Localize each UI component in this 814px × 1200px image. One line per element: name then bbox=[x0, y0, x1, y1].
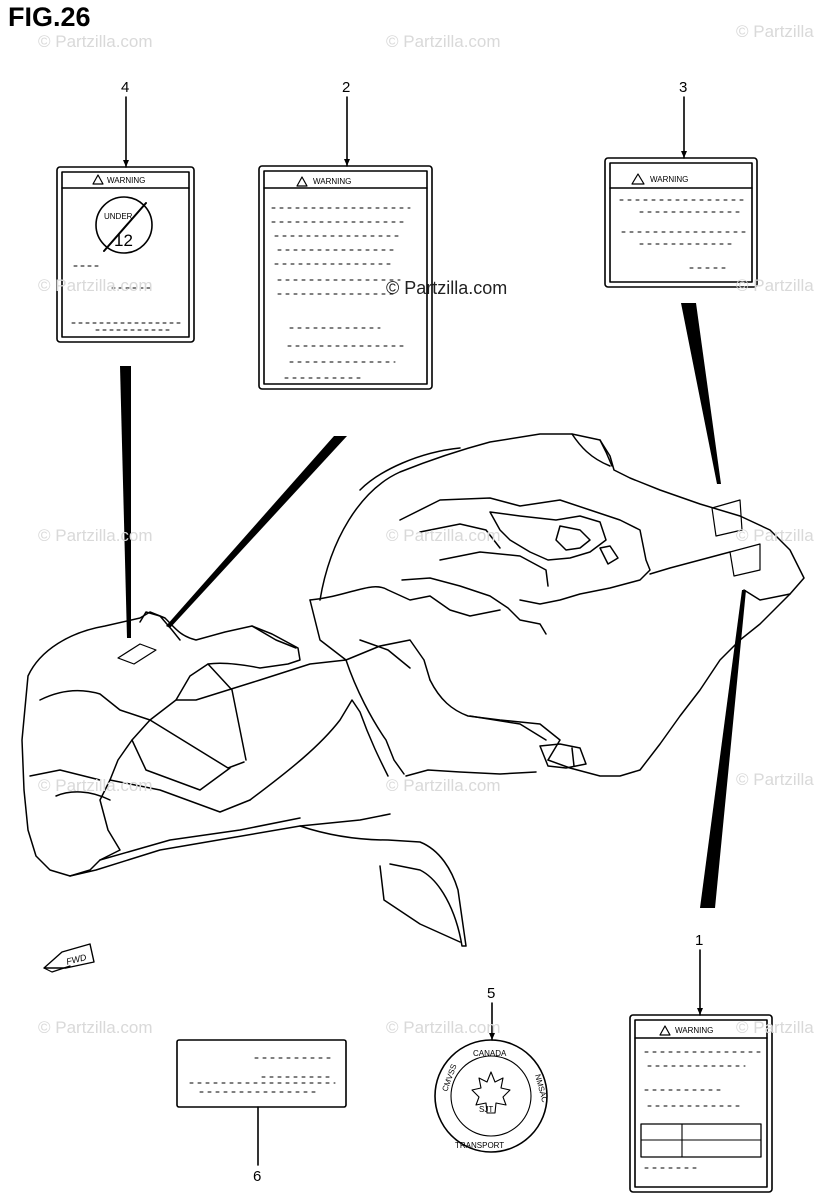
svg-text:UNDER: UNDER bbox=[104, 212, 133, 221]
forward-arrow-icon: FWD bbox=[43, 943, 95, 973]
svg-text:TRANSPORT: TRANSPORT bbox=[455, 1141, 504, 1150]
watermark: © Partzilla.com bbox=[386, 776, 501, 795]
label-6-decal[interactable] bbox=[176, 1039, 347, 1108]
svg-text:SJT: SJT bbox=[479, 1105, 493, 1114]
atv-fender-body: FWD bbox=[21, 433, 805, 973]
watermark: © Partzilla.com bbox=[38, 776, 153, 795]
figure-title: FIG.26 bbox=[8, 2, 91, 32]
watermark: © Partzilla.com bbox=[386, 526, 501, 545]
watermark: © Partzilla.com bbox=[736, 1018, 814, 1037]
label-2-warning-text: WARNING bbox=[313, 177, 351, 186]
svg-text:12: 12 bbox=[114, 231, 133, 250]
watermark: © Partzilla.com bbox=[386, 32, 501, 51]
callout-number-2: 2 bbox=[342, 79, 351, 96]
pointer-wedges bbox=[120, 303, 746, 908]
callout-leaders bbox=[123, 96, 703, 1166]
callout-number-5: 5 bbox=[487, 985, 496, 1002]
label-4-warning-text: WARNING bbox=[107, 176, 145, 185]
label-4-warning-decal[interactable]: WARNING UNDER 12 bbox=[56, 166, 195, 343]
maple-leaf-icon bbox=[471, 1071, 511, 1114]
watermark-dark: © Partzilla.com bbox=[386, 278, 508, 298]
label-2-warning-decal[interactable]: WARNING bbox=[258, 165, 433, 390]
watermark: © Partzilla.com bbox=[38, 276, 153, 295]
callout-number-1: 1 bbox=[695, 932, 704, 949]
label-1-warning-text: WARNING bbox=[675, 1026, 713, 1035]
watermark: © Partzilla.com bbox=[38, 526, 153, 545]
watermark: © Partzilla.com bbox=[736, 526, 814, 545]
callout-number-6: 6 bbox=[253, 1168, 262, 1185]
label-5-canada-seal[interactable]: CANADA TRANSPORT SJT CMVSS NMSAC bbox=[434, 1039, 549, 1153]
watermark: © Partzilla.com bbox=[736, 22, 814, 41]
watermark: © Partzilla.com bbox=[736, 770, 814, 789]
svg-text:FWD: FWD bbox=[65, 952, 88, 967]
watermark: © Partzilla.com bbox=[38, 1018, 153, 1037]
watermark: © Partzilla.com bbox=[736, 276, 814, 295]
age-restriction-icon bbox=[95, 196, 153, 254]
svg-text:CANADA: CANADA bbox=[473, 1049, 507, 1058]
callout-number-4: 4 bbox=[121, 79, 130, 96]
watermark: © Partzilla.com bbox=[38, 32, 153, 51]
label-1-warning-decal[interactable]: WARNING bbox=[629, 1014, 773, 1193]
watermark: © Partzilla.com bbox=[386, 1018, 501, 1037]
label-3-warning-decal[interactable]: WARNING bbox=[604, 157, 758, 288]
label-3-warning-text: WARNING bbox=[650, 175, 688, 184]
callout-number-3: 3 bbox=[679, 79, 688, 96]
